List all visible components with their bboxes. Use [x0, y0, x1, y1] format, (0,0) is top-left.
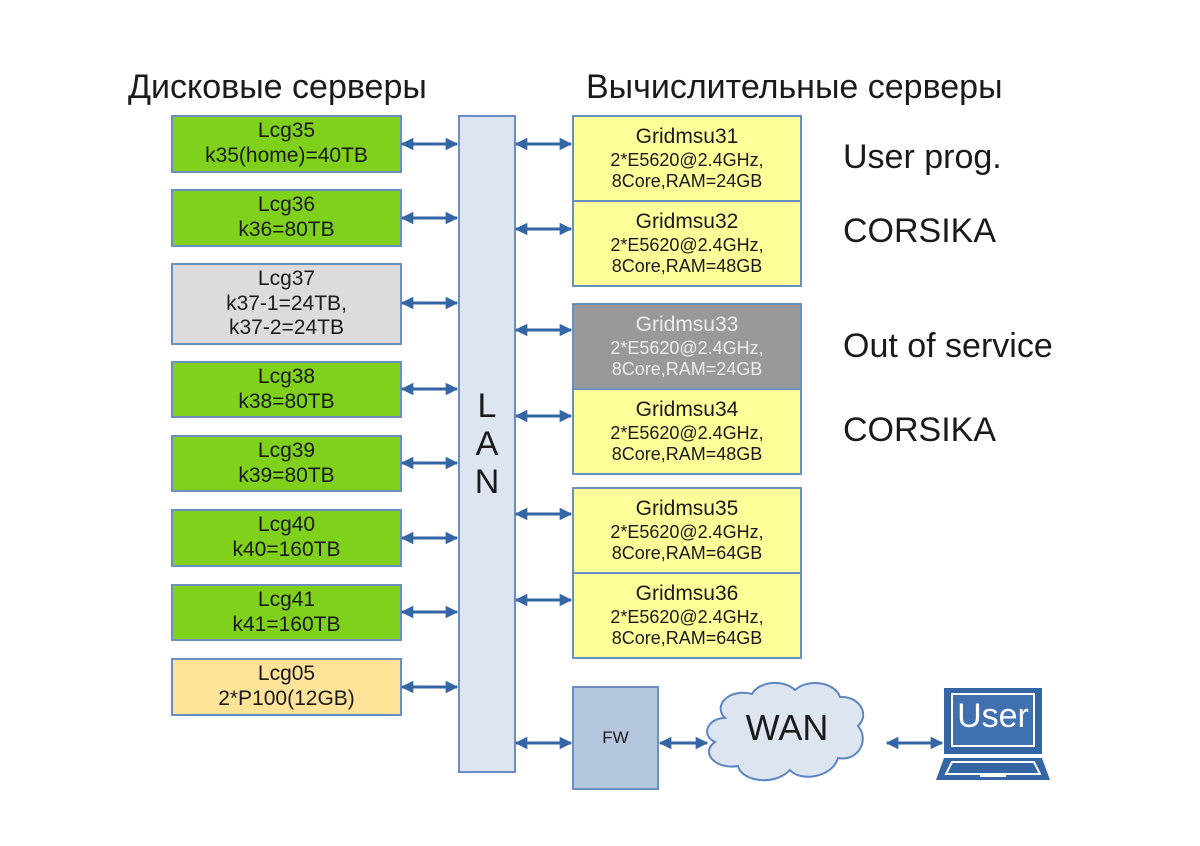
wan-label: WAN: [745, 707, 829, 748]
server-name: Lcg38: [257, 364, 316, 388]
server-cpu: 2*E5620@2.4GHz,: [610, 337, 764, 358]
server-capacity: k36=80TB: [238, 218, 335, 241]
server-memory: 8Core,RAM=48GB: [611, 443, 763, 464]
role-label-corsika: CORSIKA: [843, 411, 997, 449]
server-name: Gridmsu35: [635, 496, 739, 520]
user-label: User: [957, 697, 1029, 735]
disk-servers-heading: Дисковые серверы: [128, 68, 427, 106]
disk-server-lcg36[interactable]: Lcg36 k36=80TB: [171, 189, 402, 247]
wan-cloud-icon[interactable]: [706, 681, 865, 782]
server-name: Gridmsu36: [635, 581, 739, 605]
laptop-icon[interactable]: [936, 688, 1050, 780]
server-name: Gridmsu33: [635, 312, 739, 336]
lan-label: LAN: [474, 386, 500, 502]
compute-server-gridmsu32[interactable]: Gridmsu32 2*E5620@2.4GHz, 8Core,RAM=48GB: [572, 200, 802, 287]
lan-switch[interactable]: LAN: [458, 115, 516, 773]
server-name: Lcg41: [257, 587, 316, 611]
server-name: Gridmsu31: [635, 124, 739, 148]
server-capacity: k38=80TB: [238, 389, 335, 413]
firewall-box[interactable]: FW: [572, 686, 659, 790]
disk-server-lcg35[interactable]: Lcg35 k35(home)=40TB: [171, 115, 402, 173]
server-name: Gridmsu32: [635, 209, 739, 233]
server-capacity: k40=160TB: [232, 538, 341, 561]
server-name: Gridmsu34: [635, 397, 739, 421]
connection-arrows: [400, 137, 944, 750]
compute-server-gridmsu36[interactable]: Gridmsu36 2*E5620@2.4GHz, 8Core,RAM=64GB: [572, 572, 802, 659]
server-capacity: k39=80TB: [238, 463, 335, 487]
server-capacity: k41=160TB: [232, 612, 341, 636]
server-capacity: k37-1=24TB,: [226, 291, 347, 315]
server-name: Lcg40: [257, 513, 316, 537]
gpu-server-lcg05[interactable]: Lcg05 2*P100(12GB): [171, 658, 402, 716]
disk-server-lcg40[interactable]: Lcg40 k40=160TB: [171, 509, 402, 567]
server-memory: 8Core,RAM=64GB: [611, 542, 763, 563]
server-cpu: 2*E5620@2.4GHz,: [610, 606, 764, 627]
disk-server-lcg41[interactable]: Lcg41 k41=160TB: [171, 584, 402, 641]
server-cpu: 2*E5620@2.4GHz,: [610, 234, 764, 255]
server-name: Lcg35: [257, 119, 316, 143]
server-memory: 8Core,RAM=24GB: [611, 170, 763, 191]
server-name: Lcg39: [257, 438, 316, 462]
server-name: Lcg05: [257, 662, 316, 686]
server-name: Lcg37: [257, 266, 316, 290]
role-label-user-prog: User prog.: [843, 138, 1002, 176]
server-cpu: 2*E5620@2.4GHz,: [610, 521, 764, 542]
firewall-label: FW: [602, 728, 629, 747]
role-label-out-of-service: Out of service: [843, 327, 1053, 365]
compute-server-gridmsu35[interactable]: Gridmsu35 2*E5620@2.4GHz, 8Core,RAM=64GB: [572, 487, 802, 574]
server-capacity: k35(home)=40TB: [205, 144, 368, 167]
server-memory: 8Core,RAM=24GB: [611, 358, 763, 379]
disk-server-lcg38[interactable]: Lcg38 k38=80TB: [171, 361, 402, 418]
server-gpu: 2*P100(12GB): [218, 687, 355, 710]
server-cpu: 2*E5620@2.4GHz,: [610, 422, 764, 443]
role-label-corsika: CORSIKA: [843, 212, 997, 250]
compute-servers-heading: Вычислительные серверы: [586, 68, 1003, 106]
server-memory: 8Core,RAM=64GB: [611, 627, 763, 648]
compute-server-gridmsu33[interactable]: Gridmsu33 2*E5620@2.4GHz, 8Core,RAM=24GB: [572, 303, 802, 390]
server-capacity: k37-2=24TB: [229, 316, 344, 340]
disk-server-lcg39[interactable]: Lcg39 k39=80TB: [171, 435, 402, 492]
server-cpu: 2*E5620@2.4GHz,: [610, 149, 764, 170]
server-name: Lcg36: [257, 193, 316, 217]
server-memory: 8Core,RAM=48GB: [611, 255, 763, 276]
disk-server-lcg37[interactable]: Lcg37 k37-1=24TB, k37-2=24TB: [171, 263, 402, 345]
compute-server-gridmsu34[interactable]: Gridmsu34 2*E5620@2.4GHz, 8Core,RAM=48GB: [572, 388, 802, 475]
